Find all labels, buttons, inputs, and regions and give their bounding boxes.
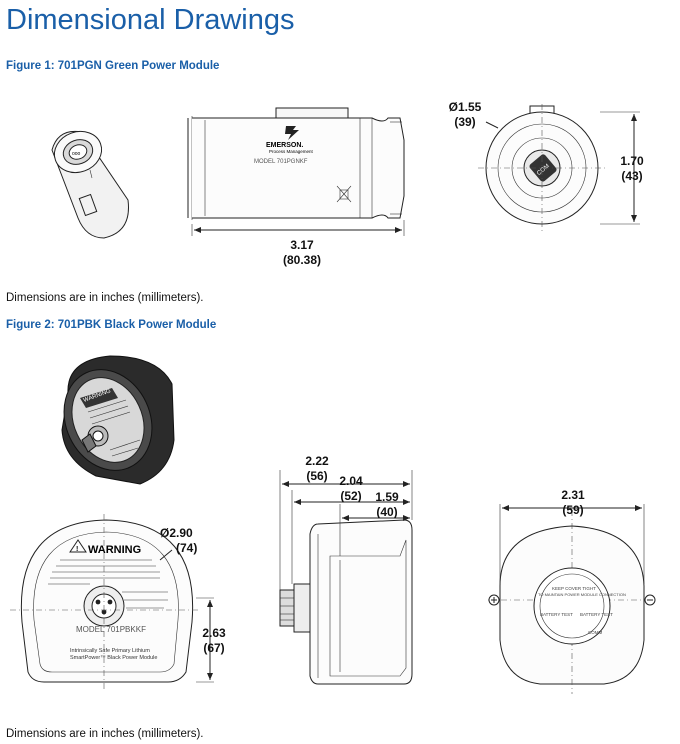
- figure2-width-mm: (59): [562, 503, 584, 517]
- figure1-diameter-dim: Ø1.55 (39): [440, 100, 490, 130]
- figure2-units-note: Dimensions are in inches (millimeters).: [6, 728, 204, 740]
- figure2-model-label: MODEL 701PBKKF: [76, 625, 146, 634]
- figure1-brand-label: EMERSON.: [266, 142, 303, 149]
- figure2-depth-total-dim: 2.22 (56): [292, 454, 342, 484]
- figure2-diameter-in: Ø2.90: [160, 526, 193, 540]
- figure2-width-in: 2.31: [561, 488, 585, 502]
- figure2-battery-right: BATTERY TEST: [580, 612, 613, 617]
- figure2-side-view: [279, 470, 413, 685]
- figure2-body-line1: Intrinsically Safe Primary Lithium: [70, 648, 150, 654]
- figure2-depth-body-mm: (40): [376, 505, 398, 519]
- figure1-end-view: COM: [478, 104, 640, 232]
- figure1-units-note: Dimensions are in inches (millimeters).: [6, 292, 204, 304]
- weee-bin-icon: [336, 185, 352, 203]
- figure2-battery-left: BATTERY TEST: [540, 612, 573, 617]
- figure2-body-line2: SmartPower™ Black Power Module: [70, 655, 157, 661]
- figure2-isometric-view: WARNING: [61, 355, 175, 485]
- figure2-diameter-dim: Ø2.90 (74): [160, 526, 220, 556]
- figure1-height-mm: (43): [621, 169, 643, 183]
- figure1-side-view: EMERSON. Process Management MODEL 701PGN…: [187, 107, 405, 236]
- figure1-height-in: 1.70: [620, 154, 644, 168]
- figure1-caption: Figure 1: 701PGN Green Power Module: [6, 60, 220, 72]
- figure1-length-dim: 3.17 (80.38): [262, 238, 342, 268]
- figure2-depth-total-mm: (56): [306, 469, 328, 483]
- figure2-depth-mid-dim: 2.04 (52): [326, 474, 376, 504]
- page-title: Dimensional Drawings: [6, 4, 295, 36]
- figure2-diameter-mm: (74): [176, 541, 198, 555]
- figure2-depth-mid-in: 2.04: [339, 474, 363, 488]
- figure2-height-in: 2.63: [202, 626, 226, 640]
- figure2-depth-body-in: 1.59: [375, 490, 399, 504]
- figure2-depth-body-dim: 1.59 (40): [362, 490, 412, 520]
- minus-terminal-icon: [644, 594, 656, 606]
- figure2-back-label1: KEEP COVER TIGHT: [552, 586, 596, 591]
- figure1-height-dim: 1.70 (43): [612, 154, 652, 184]
- figure2-caption: Figure 2: 701PBK Black Power Module: [6, 319, 217, 331]
- figure1-length-mm: (80.38): [282, 253, 322, 267]
- figure2-warning-label: WARNING: [88, 544, 141, 556]
- figure2-depth-mid-mm: (52): [340, 489, 362, 503]
- figure1-isometric-view: ooo: [51, 130, 129, 239]
- figure2-back-view: KEEP COVER TIGHT TO MAINTAIN POWER MODUL…: [488, 504, 656, 694]
- figure1-model-label: MODEL 701PGNKF: [254, 159, 308, 165]
- svg-text:!: !: [76, 546, 78, 553]
- figure1-diameter-in: Ø1.55: [448, 100, 482, 114]
- figure2-comm-label: COMM: [588, 630, 602, 635]
- figure2-front-view: ! WARNING MODEL 701PBKKF Intrinsically S…: [10, 514, 214, 690]
- svg-text:ooo: ooo: [72, 151, 81, 157]
- plus-terminal-icon: [488, 594, 500, 606]
- figure2-height-mm: (67): [203, 641, 225, 655]
- figure1-length-in: 3.17: [290, 238, 314, 252]
- figure2-depth-total-in: 2.22: [305, 454, 329, 468]
- figure1-diameter-mm: (39): [454, 115, 476, 129]
- figure2-height-dim: 2.63 (67): [194, 626, 234, 656]
- figure1-brand-sublabel: Process Management: [269, 149, 314, 154]
- figure2-back-label2: TO MAINTAIN POWER MODULE CONNECTION: [538, 592, 626, 597]
- figure2-width-dim: 2.31 (59): [548, 488, 598, 518]
